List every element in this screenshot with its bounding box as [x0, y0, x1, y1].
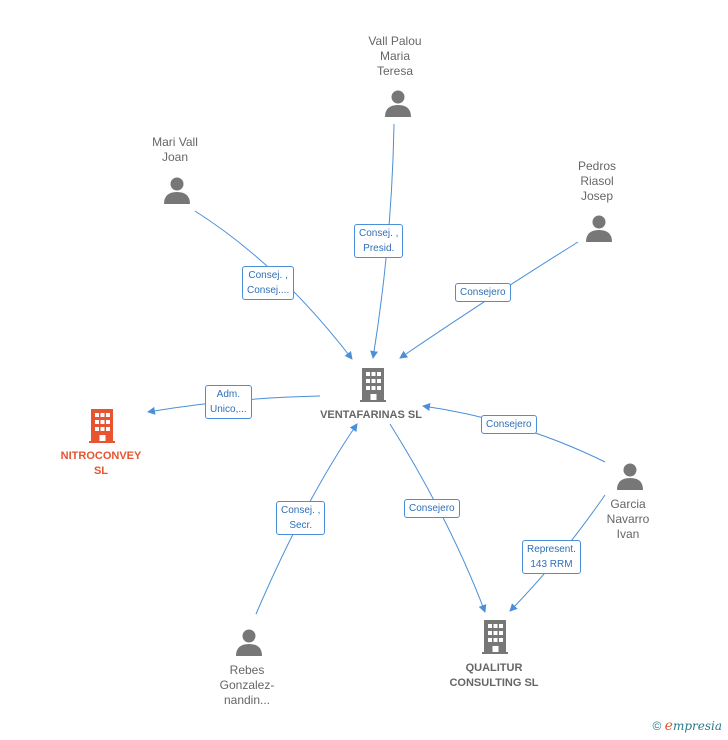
label-line: Pedros: [577, 159, 617, 173]
edge-label-line: Consej. ,: [281, 505, 321, 516]
label-line: VENTAFARINAS SL: [320, 409, 422, 421]
edge-label-garcia-qualitur[interactable]: Represent. 143 RRM: [522, 540, 581, 574]
node-label-ventafarinas[interactable]: VENTAFARINAS SL: [311, 408, 431, 423]
label-line: Teresa: [376, 64, 414, 78]
edge-label-garcia-venta[interactable]: Consejero: [481, 415, 537, 434]
footer-brand: © empresia: [652, 718, 722, 734]
building-icon[interactable]: [482, 620, 508, 654]
label-line: CONSULTING SL: [449, 677, 539, 689]
label-line: Vall Palou: [368, 34, 422, 48]
node-label-vall-palou[interactable]: Vall Palou Maria Teresa: [335, 34, 455, 79]
label-line: Gonzalez-: [219, 678, 275, 692]
edge-ventafarinas-to-qualitur: [389, 423, 487, 613]
edge-label-line: Consejero: [409, 503, 455, 514]
edge-label-mari-vall[interactable]: Consej. , Consej....: [242, 266, 295, 300]
label-line: Josep: [580, 189, 614, 203]
node-label-qualitur[interactable]: QUALITUR CONSULTING SL: [434, 661, 554, 691]
edge-label-line: Consejero: [486, 419, 532, 430]
copyright-icon: ©: [652, 719, 662, 733]
label-line: QUALITUR: [465, 662, 523, 674]
brand-logo-text: mpresia: [672, 719, 722, 733]
person-icon[interactable]: [385, 90, 411, 118]
edge-label-rebes[interactable]: Consej. , Secr.: [276, 501, 326, 535]
edge-label-vall-palou[interactable]: Consej. , Presid.: [354, 224, 404, 258]
person-icon[interactable]: [586, 215, 612, 243]
label-line: SL: [93, 465, 109, 477]
node-label-nitroconvey[interactable]: NITROCONVEY SL: [41, 449, 161, 479]
node-label-pedros[interactable]: Pedros Riasol Josep: [537, 159, 657, 204]
edge-label-line: Consej. ,: [359, 228, 399, 239]
edge-label-venta-qualitur[interactable]: Consejero: [404, 499, 460, 518]
label-line: Navarro: [606, 512, 650, 526]
label-line: Rebes: [229, 663, 265, 677]
edge-label-line: Consej....: [247, 285, 290, 296]
edge-label-pedros[interactable]: Consejero: [455, 283, 511, 302]
edge-label-line: Secr.: [289, 520, 313, 531]
label-line: Ivan: [616, 527, 640, 541]
label-line: Joan: [161, 150, 189, 164]
brand-logo: empresia: [664, 718, 722, 734]
label-line: Garcia: [610, 497, 646, 511]
label-line: Riasol: [580, 174, 614, 188]
brand-logo-e: e: [664, 718, 673, 734]
person-icon[interactable]: [617, 463, 643, 491]
label-line: Maria: [379, 49, 410, 63]
edge-label-line: Represent.: [527, 544, 576, 555]
edge-label-line: Unico,...: [210, 404, 247, 415]
label-line: nandin...: [223, 693, 271, 707]
edge-label-line: 143 RRM: [530, 559, 573, 570]
building-icon[interactable]: [360, 368, 386, 402]
edge-label-line: Adm.: [216, 389, 241, 400]
node-label-mari-vall[interactable]: Mari Vall Joan: [115, 135, 235, 165]
edge-label-line: Consej. ,: [248, 270, 288, 281]
person-icon[interactable]: [236, 629, 262, 657]
label-line: Mari Vall: [152, 135, 198, 149]
edge-label-line: Presid.: [363, 243, 395, 254]
label-line: NITROCONVEY: [60, 450, 142, 462]
building-icon[interactable]: [89, 409, 115, 443]
edge-label-nitroconvey[interactable]: Adm. Unico,...: [205, 385, 252, 419]
person-icon[interactable]: [164, 177, 190, 205]
edge-label-line: Consejero: [460, 287, 506, 298]
node-label-garcia[interactable]: Garcia Navarro Ivan: [568, 497, 688, 542]
node-label-rebes[interactable]: Rebes Gonzalez- nandin...: [187, 663, 307, 708]
